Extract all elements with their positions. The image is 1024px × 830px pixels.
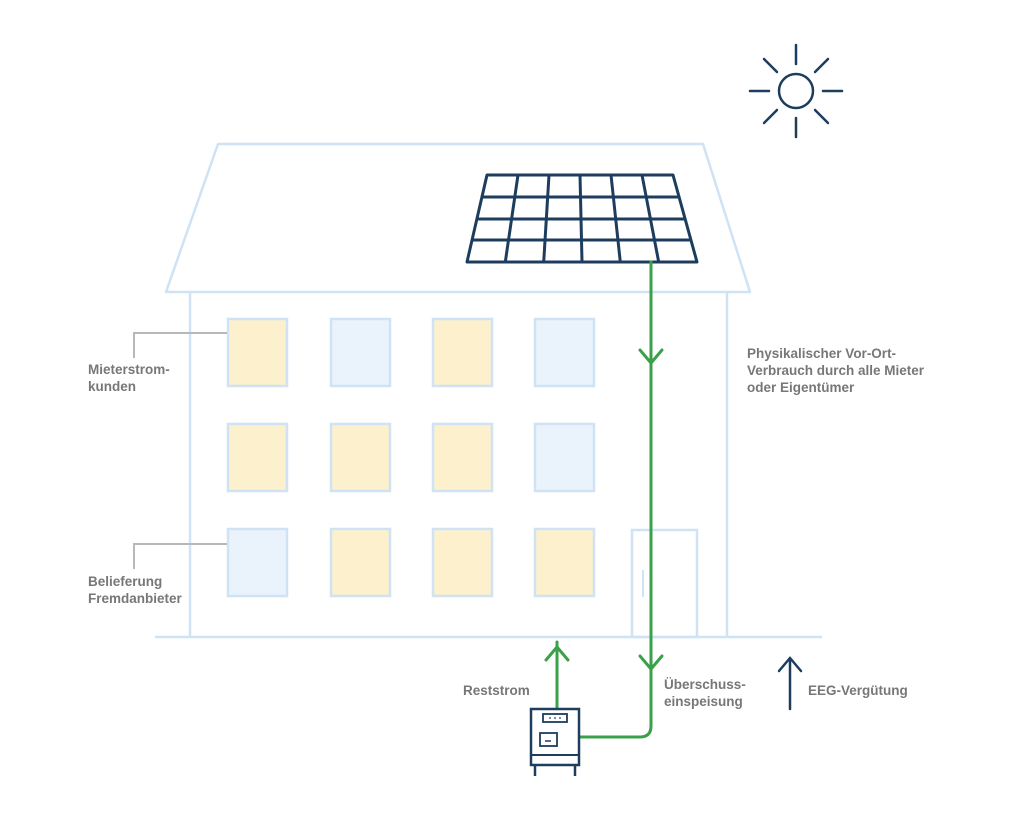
connectors <box>133 332 227 569</box>
window-fremdanbieter <box>533 422 596 493</box>
window-mieterstrom <box>533 527 596 598</box>
building <box>155 142 822 639</box>
label-line: einspeisung <box>664 694 743 709</box>
window-mieterstrom <box>226 422 289 493</box>
label-line: EEG-Vergütung <box>808 683 908 698</box>
window-mieterstrom <box>431 527 494 598</box>
label-reststrom: Reststrom <box>463 682 530 699</box>
label-mieterstrom-kunden: Mieterstrom- kunden <box>88 361 170 395</box>
label-line: Reststrom <box>463 683 530 698</box>
arrow-down-upper <box>638 348 664 365</box>
label-physikalischer-verbrauch: Physikalischer Vor-Ort- Verbrauch durch … <box>747 345 924 396</box>
window-fremdanbieter <box>533 317 596 388</box>
connector-mieterstrom <box>133 332 227 358</box>
arrow-down-lower <box>638 654 664 671</box>
window-mieterstrom <box>431 422 494 493</box>
label-ueberschusseinspeisung: Überschuss- einspeisung <box>664 676 746 710</box>
label-line: kunden <box>88 379 137 394</box>
label-line: Mieterstrom- <box>88 362 170 377</box>
solar-panel-icon <box>465 173 699 264</box>
label-line: Belieferung <box>88 574 163 589</box>
eeg-arrow-icon <box>777 656 803 711</box>
arrow-up-reststrom <box>544 645 570 662</box>
connector-fremdanbieter <box>133 543 227 569</box>
door <box>630 528 699 639</box>
window-mieterstrom <box>329 527 392 598</box>
window-mieterstrom <box>226 317 289 388</box>
sun-icon <box>748 43 844 139</box>
windows <box>226 317 596 598</box>
label-line: oder Eigentümer <box>747 380 855 395</box>
power-line <box>544 260 664 739</box>
window-fremdanbieter <box>329 317 392 388</box>
window-mieterstrom <box>431 317 494 388</box>
meter-icon <box>529 707 581 776</box>
roof <box>164 142 752 294</box>
label-belieferung-fremdanbieter: Belieferung Fremdanbieter <box>88 573 182 607</box>
window-mieterstrom <box>329 422 392 493</box>
label-line: Physikalischer Vor-Ort- <box>747 346 897 361</box>
window-fremdanbieter <box>226 527 289 598</box>
label-line: Überschuss- <box>664 677 746 692</box>
label-line: Fremdanbieter <box>88 591 182 606</box>
label-line: Verbrauch durch alle Mieter <box>747 363 925 378</box>
label-eeg-verguetung: EEG-Vergütung <box>808 682 908 699</box>
